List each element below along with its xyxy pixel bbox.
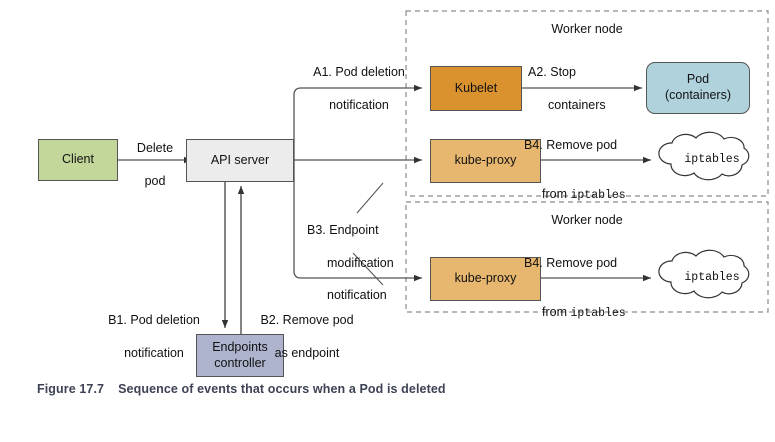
edge-label-b4-top-prefix: from	[542, 187, 571, 201]
edge-label-b4-bottom-line1: B4. Remove pod	[524, 256, 618, 271]
node-kubelet[interactable]: Kubelet	[430, 66, 522, 111]
edge-label-delete-pod-line1: Delete	[136, 141, 174, 156]
edge-label-b2: B2. Remove pod as endpoint	[247, 296, 367, 377]
node-client-label: Client	[62, 152, 94, 167]
edge-label-a2-line1: A2. Stop	[528, 65, 576, 80]
worker-node-group-1-border	[405, 10, 769, 197]
figure-caption-text: Sequence of events that occurs when a Po…	[118, 382, 446, 396]
edge-label-a2-line2: containers	[548, 97, 606, 112]
node-endpoints-controller-label-line1: Endpoints	[212, 339, 268, 354]
edge-label-delete-pod: Delete pod	[122, 124, 188, 205]
node-endpoints-controller-label-line2: controller	[214, 355, 266, 370]
edge-label-b4-top-mono: iptables	[570, 189, 626, 202]
node-kube-proxy-2[interactable]: kube-proxy	[430, 257, 541, 301]
edge-label-b4-bottom-mono: iptables	[570, 307, 626, 320]
node-endpoints-controller[interactable]: Endpoints controller	[196, 334, 284, 377]
edge-label-b4-bottom: B4. Remove pod from iptables	[524, 239, 652, 338]
edge-label-b4-bottom-line2: from iptables	[524, 288, 652, 322]
edge-label-b4-top: B4. Remove pod from iptables	[524, 121, 652, 220]
edge-label-b3-line2: modification	[327, 255, 394, 270]
worker-node-group-1-title: Worker node	[551, 22, 623, 36]
edge-label-b1-line1: B1. Pod deletion	[108, 313, 200, 328]
edge-label-a2: A2. Stop containers	[528, 48, 640, 129]
node-kube-proxy-1[interactable]: kube-proxy	[430, 139, 541, 183]
edge-label-b3-line3: notification	[327, 288, 387, 303]
node-pod[interactable]: Pod (containers)	[646, 62, 750, 114]
edge-api-to-kubeproxy-2-b3	[293, 160, 422, 282]
node-kube-proxy-1-label: kube-proxy	[454, 153, 517, 168]
node-kubelet-label: Kubelet	[454, 80, 498, 95]
node-client[interactable]: Client	[38, 139, 118, 181]
edge-label-a1: A1. Pod deletion notification	[298, 48, 420, 129]
edge-label-b3: B3. Endpoint modification notification	[307, 206, 413, 320]
edge-label-b4-bottom-prefix: from	[542, 305, 571, 319]
edge-label-b4-top-line1: B4. Remove pod	[524, 138, 618, 153]
edge-label-delete-pod-line2: pod	[144, 173, 166, 188]
iptables-cloud-1	[658, 131, 750, 181]
b3-leader-upper	[356, 182, 384, 214]
iptables-cloud-2	[658, 249, 750, 299]
b3-leader-lower	[352, 252, 384, 286]
node-kube-proxy-2-label: kube-proxy	[454, 271, 517, 286]
node-iptables-1-label: iptables	[684, 153, 740, 166]
edge-label-b3-line1: B3. Endpoint	[307, 223, 379, 238]
node-iptables-2-label: iptables	[684, 271, 740, 284]
node-api-server[interactable]: API server	[186, 139, 294, 182]
edge-label-b4-top-line2: from iptables	[524, 170, 652, 204]
edge-api-to-kubelet-a1	[293, 84, 422, 160]
node-pod-label-line2: (containers)	[665, 88, 731, 102]
figure-number: Figure 17.7	[37, 382, 105, 396]
edge-label-b2-line1: B2. Remove pod	[260, 313, 354, 328]
edge-label-b2-line2: as endpoint	[274, 345, 340, 360]
worker-node-group-2-border	[405, 201, 769, 313]
edge-label-b1: B1. Pod deletion notification	[92, 296, 216, 377]
node-api-server-label: API server	[210, 152, 270, 167]
worker-node-group-2-title: Worker node	[551, 213, 623, 227]
figure-caption: Figure 17.7 Sequence of events that occur…	[37, 382, 446, 396]
node-pod-label-line1: Pod	[686, 72, 710, 87]
edge-label-b1-line2: notification	[124, 345, 184, 360]
edge-label-a1-line1: A1. Pod deletion	[313, 65, 405, 80]
edge-label-a1-line2: notification	[329, 97, 389, 112]
